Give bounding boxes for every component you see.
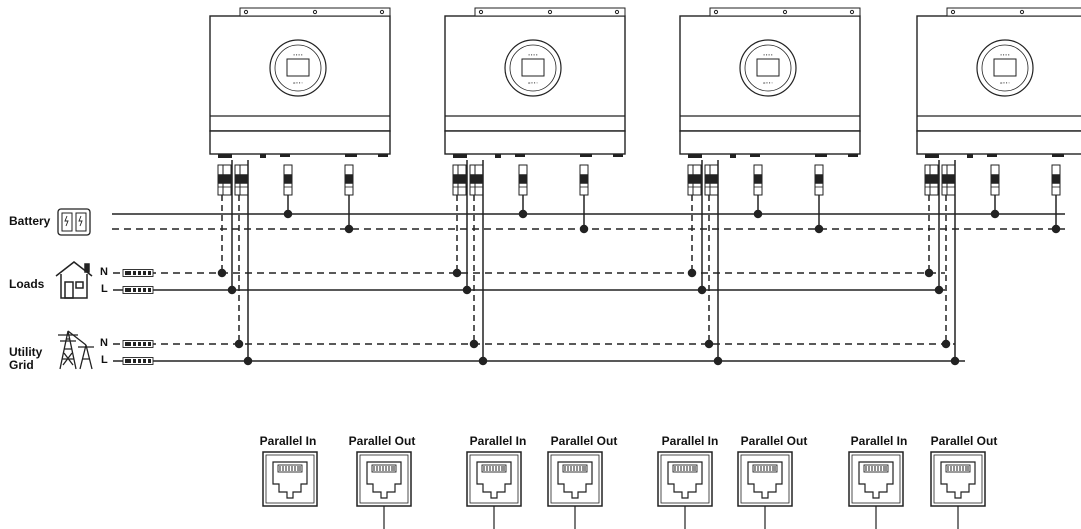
battery-bus	[112, 213, 1065, 230]
battery-pos-node-4	[990, 209, 1000, 219]
grid-l-node-1	[243, 356, 253, 366]
loads-n-node-4	[924, 268, 934, 278]
battery-neg-node-4	[1051, 224, 1061, 234]
battery-label: Battery	[9, 214, 51, 228]
breaker-icon	[518, 164, 528, 196]
loads-l-label: L	[101, 283, 108, 295]
parallel-out-label-3: Parallel Out	[740, 434, 808, 448]
breaker-icon	[344, 164, 354, 196]
breaker-icon	[457, 164, 467, 196]
utility-tower-icon	[58, 330, 94, 370]
loads-n-node-2	[452, 268, 462, 278]
parallel-out-label-2: Parallel Out	[550, 434, 618, 448]
battery-neg-node-1	[344, 224, 354, 234]
inverter-wiring	[217, 160, 1061, 366]
parallel-in-port-1	[262, 451, 318, 507]
parallel-in-port-4	[848, 451, 904, 507]
breaker-icon	[579, 164, 589, 196]
battery-pos-node-2	[518, 209, 528, 219]
loads-n-label: N	[100, 266, 108, 278]
battery-icon	[57, 208, 91, 236]
breaker-icon	[946, 164, 956, 196]
loads-l-node-2	[462, 285, 472, 295]
inverter-1	[209, 7, 391, 159]
battery-pos-node-1	[283, 209, 293, 219]
house-icon	[55, 261, 93, 299]
breaker-icon	[929, 164, 939, 196]
parallel-out-port-3	[737, 451, 793, 507]
parallel-in-label-2: Parallel In	[469, 434, 527, 448]
grid-n-node-3	[704, 339, 714, 349]
parallel-in-label-1: Parallel In	[259, 434, 317, 448]
breaker-icon	[283, 164, 293, 196]
parallel-out-port-1	[356, 451, 412, 507]
loads-n-node-1	[217, 268, 227, 278]
loads-bus	[113, 272, 945, 291]
inverter-3	[679, 7, 861, 159]
loads-l-node-1	[227, 285, 237, 295]
parallel-out-label-4: Parallel Out	[930, 434, 998, 448]
grid-l-connector	[122, 357, 154, 365]
parallel-in-label-4: Parallel In	[850, 434, 908, 448]
battery-neg-node-3	[814, 224, 824, 234]
utility-bus	[113, 343, 965, 362]
utility-label-line1: Utility	[9, 345, 43, 359]
inverter-2	[444, 7, 626, 159]
parallel-out-label-1: Parallel Out	[348, 434, 416, 448]
battery-pos-node-3	[753, 209, 763, 219]
grid-n-node-1	[234, 339, 244, 349]
breaker-icon	[753, 164, 763, 196]
grid-l-node-3	[713, 356, 723, 366]
breaker-icon	[222, 164, 232, 196]
grid-l-node-2	[478, 356, 488, 366]
loads-label: Loads	[9, 277, 45, 291]
parallel-out-port-2	[547, 451, 603, 507]
breaker-icon	[1051, 164, 1061, 196]
breaker-icon	[709, 164, 719, 196]
inverter-4	[916, 7, 1081, 159]
loads-l-node-3	[697, 285, 707, 295]
parallel-in-label-3: Parallel In	[661, 434, 719, 448]
parallel-in-port-2	[466, 451, 522, 507]
loads-n-connector	[122, 269, 154, 277]
battery-neg-node-2	[579, 224, 589, 234]
grid-l-label: L	[101, 354, 108, 366]
loads-l-node-4	[934, 285, 944, 295]
breaker-icon	[814, 164, 824, 196]
breaker-icon	[474, 164, 484, 196]
breaker-icon	[990, 164, 1000, 196]
grid-n-label: N	[100, 337, 108, 349]
utility-label-line2: Grid	[9, 358, 34, 372]
parallel-out-port-4	[930, 451, 986, 507]
breaker-icon	[239, 164, 249, 196]
grid-n-connector	[122, 340, 154, 348]
grid-l-node-4	[950, 356, 960, 366]
grid-n-node-4	[941, 339, 951, 349]
loads-n-node-3	[687, 268, 697, 278]
loads-l-connector	[122, 286, 154, 294]
parallel-in-port-3	[657, 451, 713, 507]
grid-n-node-2	[469, 339, 479, 349]
breaker-icon	[692, 164, 702, 196]
